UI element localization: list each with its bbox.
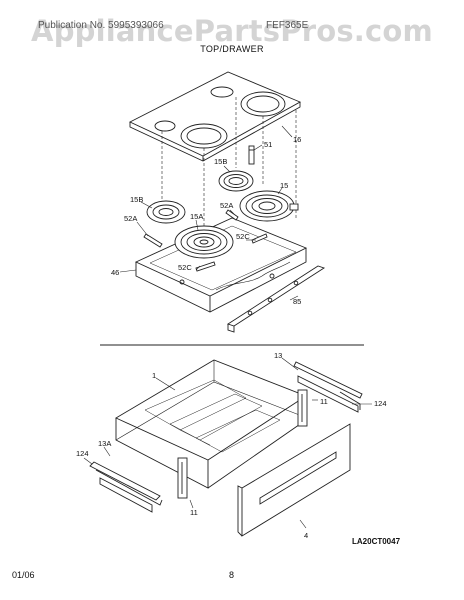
label-52c-right: 52C — [236, 232, 250, 241]
label-52a-left: 52A — [124, 214, 137, 223]
label-4: 4 — [304, 531, 308, 540]
bracket-11 — [177, 389, 308, 499]
burner-15b-top — [218, 170, 254, 192]
publication-number: Publication No. 5995393066 — [38, 20, 164, 31]
label-52c-left: 52C — [178, 263, 192, 272]
label-124-right: 124 — [374, 399, 387, 408]
label-13a: 13A — [98, 439, 111, 448]
label-11-left: 11 — [190, 508, 198, 517]
label-1: 1 — [152, 371, 156, 380]
label-15a: 15A — [190, 212, 203, 221]
diagram-code: LA20CT0047 — [352, 537, 401, 546]
label-15: 15 — [280, 181, 288, 190]
cooktop-glass — [128, 71, 302, 162]
label-15b-left: 15B — [130, 195, 143, 204]
label-52a-right: 52A — [220, 201, 233, 210]
slide-13 — [293, 361, 363, 413]
label-11-right: 11 — [320, 397, 328, 406]
watermark: AppliancePartsPros.com — [31, 14, 433, 48]
part-51 — [248, 145, 255, 165]
label-15b-top: 15B — [214, 157, 227, 166]
label-13: 13 — [274, 351, 282, 360]
burner-15 — [239, 190, 299, 222]
drawer-front — [237, 423, 351, 537]
footer-date: 01/06 — [12, 570, 35, 580]
label-51: 51 — [264, 140, 272, 149]
footer-page: 8 — [229, 570, 235, 580]
burner-15b-left — [146, 200, 186, 224]
bracket-85 — [226, 265, 326, 333]
model-number: FEF365E — [266, 20, 309, 31]
label-46: 46 — [111, 268, 119, 277]
label-85: 85 — [293, 297, 301, 306]
clips-52 — [143, 209, 268, 272]
slide-13a — [89, 461, 163, 513]
section-title: TOP/DRAWER — [200, 44, 264, 54]
burner-15a — [174, 225, 234, 259]
label-16: 16 — [293, 135, 301, 144]
label-124-left: 124 — [76, 449, 89, 458]
